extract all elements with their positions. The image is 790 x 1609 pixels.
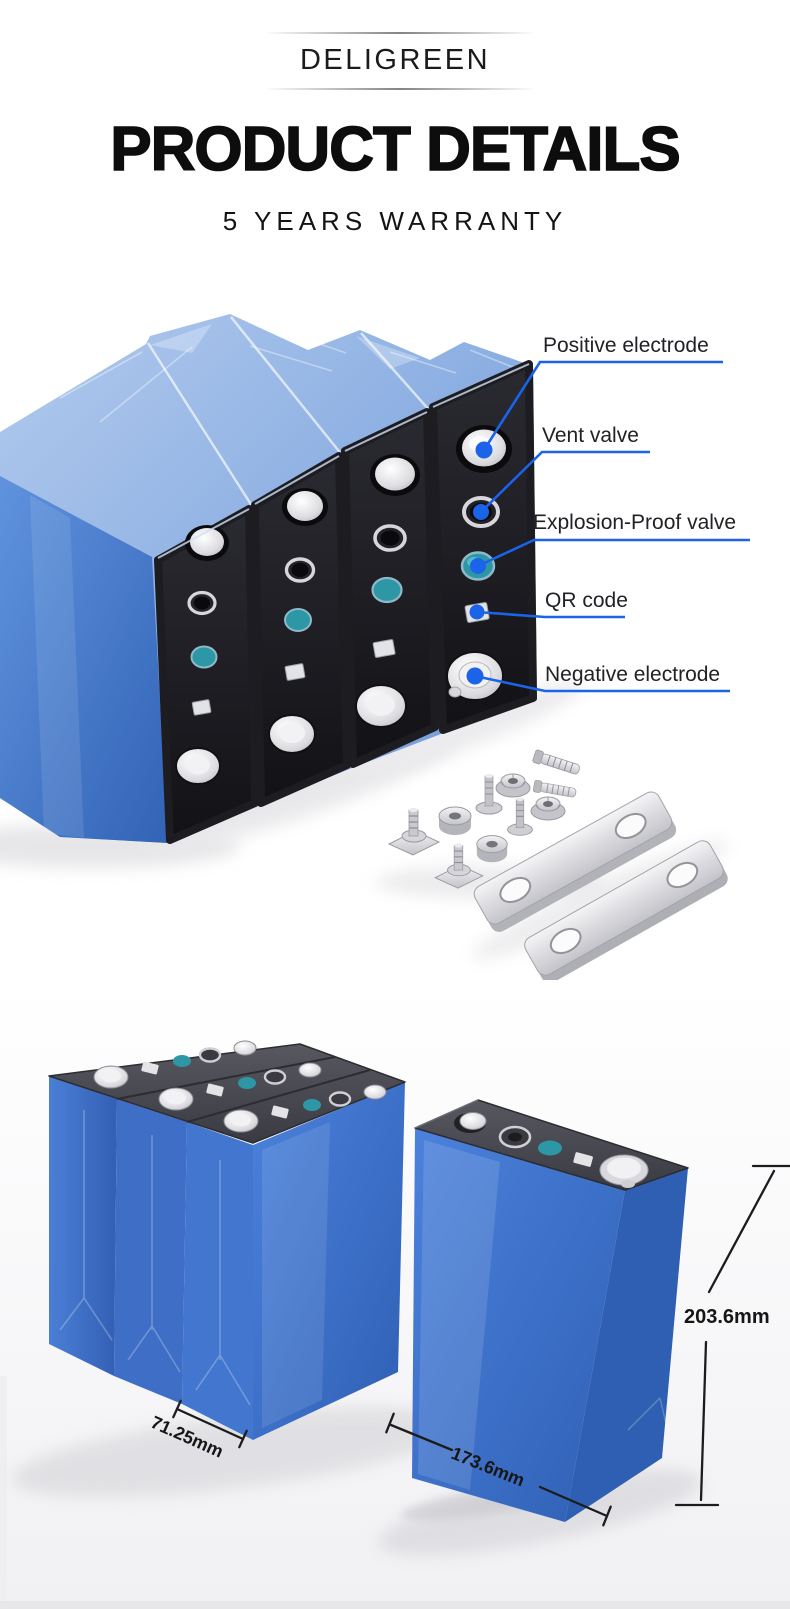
battery-group-bottom-photo [11,1040,459,1498]
callout-label-qr-code: QR code [545,589,628,612]
battery-pack-top-photo [0,314,583,868]
callout-label-explosion-proof-valve: Explosion-Proof valve [533,511,737,534]
bolt-with-washer-1 [475,774,503,815]
thickness-dimension-line [172,1399,248,1449]
brand-divider-top [263,32,537,34]
battery-cell-2 [251,452,351,807]
dimension-lines [172,1164,790,1527]
photo-edge-strip [0,1376,7,1602]
brand-name: DELIGREEN [299,44,491,76]
busbar-plate-1 [473,791,677,932]
pack-left-side [0,476,168,843]
threaded-screw-2 [532,779,577,798]
height-dimension-line [674,1164,790,1507]
dimension-label-height: 203.6mm [684,1306,770,1328]
callout-lines [466,360,750,693]
page-subtitle: 5 YEARS WARRANTY [222,206,568,236]
single-cell-terminals [454,1112,649,1188]
film-wrinkles [59,330,521,423]
cell-top-separators [146,316,431,507]
film-tape [150,324,420,369]
busbar-plate-2 [524,840,728,984]
callout-label-vent-valve: Vent valve [542,424,639,447]
battery-cell-3 [341,408,439,768]
brand-divider-bottom [263,88,537,90]
callout-explosion-proof-valve [470,538,750,574]
hex-flange-nut-1 [495,773,531,798]
cell-top-terminals [93,1040,387,1133]
callout-label-negative-electrode: Negative electrode [545,663,721,686]
round-spacer-nut-2 [476,835,508,863]
callout-vent-valve [473,450,650,520]
terminal-stud-1 [387,807,441,856]
terminal-stud-2 [434,843,484,889]
single-battery-photo [377,1099,703,1556]
threaded-screw-1 [532,749,580,775]
battery-cell-1 [154,505,259,844]
length-dimension-line [385,1412,612,1527]
round-spacer-nut-1 [438,806,472,835]
callout-negative-electrode [466,667,730,693]
hex-flange-nut-2 [530,796,566,821]
mounting-hardware-photo [375,749,729,984]
callout-label-positive-electrode: Positive electrode [543,334,709,357]
callout-positive-electrode [475,360,723,459]
page-title: PRODUCT DETAILS [109,114,681,185]
bolt-with-washer-2 [507,797,533,836]
page-bottom-band [0,1601,790,1609]
callout-qr-code [469,604,625,620]
